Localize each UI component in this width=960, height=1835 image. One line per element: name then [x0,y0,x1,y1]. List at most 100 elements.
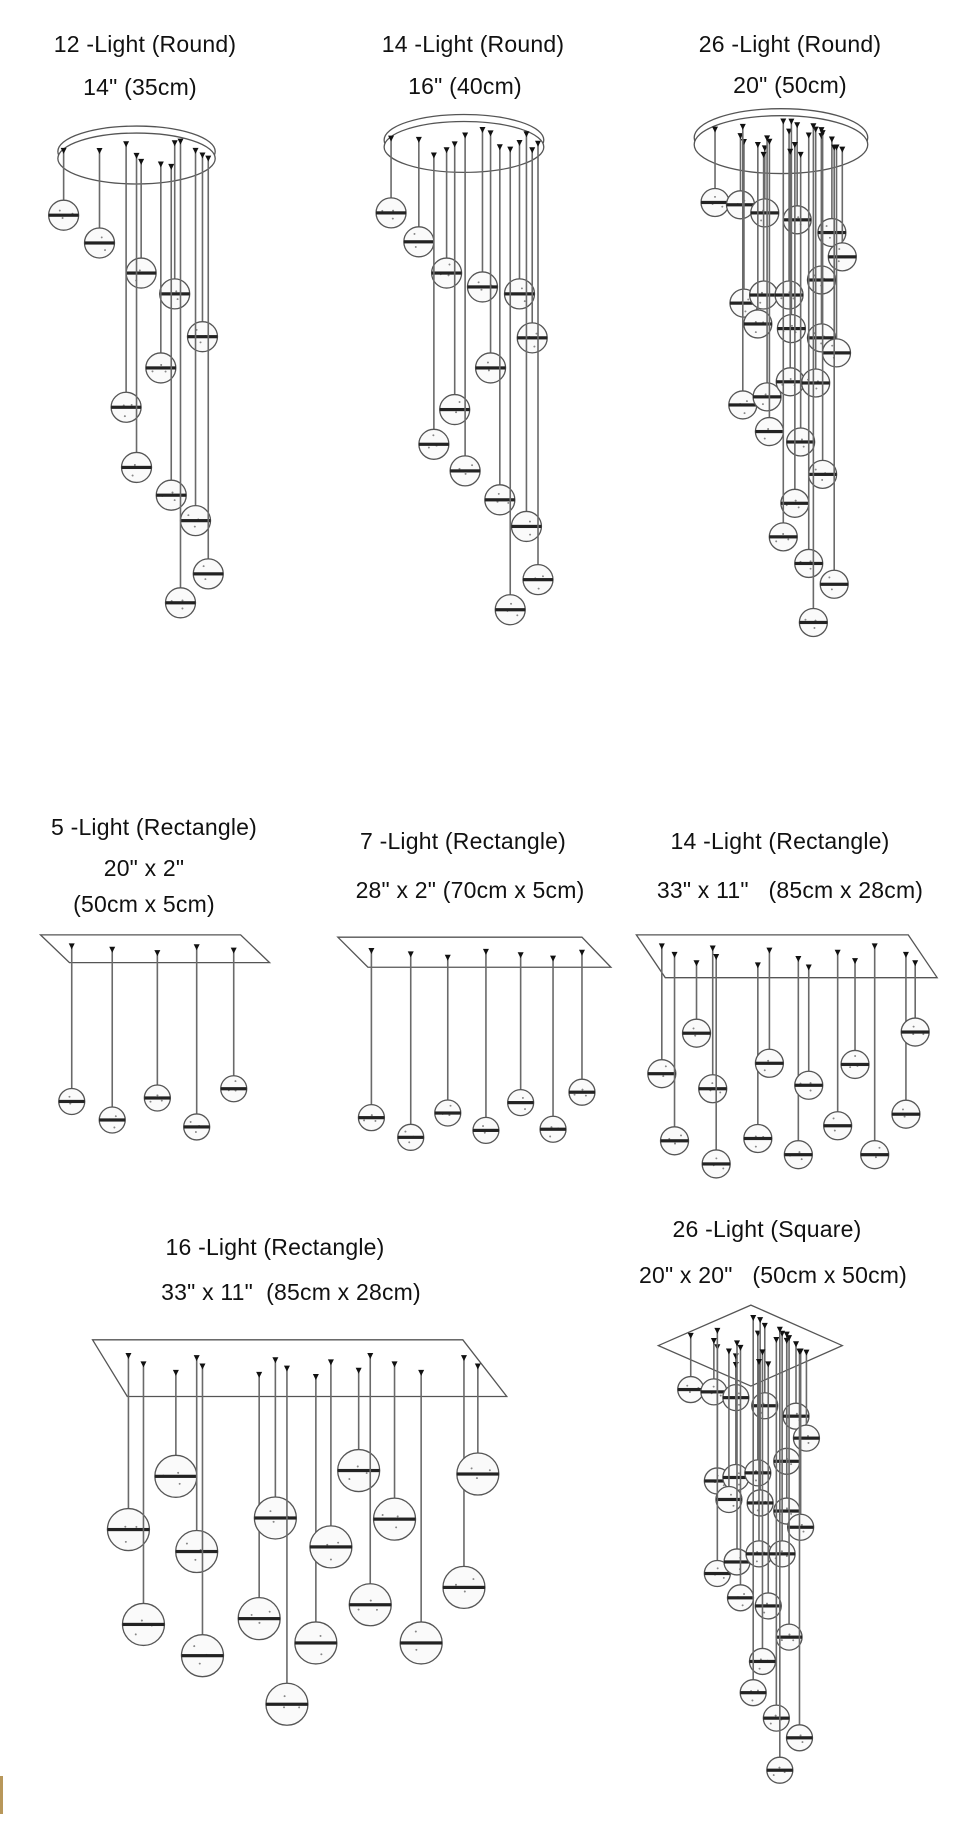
crystal-speck [674,1142,676,1145]
ball-band [704,1571,731,1576]
hook-icon [415,136,422,143]
hook-icon [766,947,773,954]
ball-band [823,1124,852,1128]
crystal-speck [722,1484,725,1487]
ball-band [682,1031,711,1035]
ball-band [807,336,836,340]
ball-band [265,1702,308,1706]
crystal-speck [135,1526,138,1528]
hook-icon [754,1330,761,1337]
crystal-speck [769,1722,772,1725]
crystal-speck [480,288,483,291]
crystal-speck [584,1094,587,1097]
ball-band [729,301,758,305]
crystal-speck [790,1463,792,1466]
crystal-speck [761,403,764,406]
crystal-speck [820,342,823,345]
crystal-speck [193,525,196,528]
hook-icon [760,151,767,158]
crystal-speck [751,1699,754,1702]
crystal-speck [414,246,417,248]
crystal-speck [787,538,790,541]
hook-icon [764,135,771,142]
hook-icon [912,960,919,967]
crystal-speck [778,1766,781,1769]
crystal-speck [269,1510,272,1513]
crystal-speck [550,1126,553,1129]
hook-icon [125,1353,132,1360]
variant-size-5-rect: 20" x 2" [103,855,185,881]
ball-band [442,1585,485,1590]
crystal-speck [521,287,523,290]
diagram-5-rect [38,934,272,1141]
crystal-speck [113,1126,116,1129]
hook-icon [737,133,744,140]
canopy-plate [91,1339,509,1398]
crystal-speck [767,1059,770,1062]
crystal-speck [789,378,792,380]
hook-icon [776,1326,783,1333]
crystal-speck [719,1091,722,1094]
hook-icon [479,127,486,134]
ball-band [84,241,115,245]
hook-icon [133,152,140,159]
ball-band [744,1471,771,1475]
ball-band [777,326,806,331]
crystal-speck [524,1108,526,1111]
hook-icon [714,1327,721,1334]
crystal-speck [813,627,816,629]
crystal-speck [831,344,834,347]
crystal-speck [692,1027,695,1030]
crystal-speck [329,1558,332,1561]
crystal-speck [104,249,106,252]
diagram-14-round [375,113,554,626]
crystal-speck [483,1131,486,1134]
hook-icon [507,146,514,153]
ball-band [820,582,849,586]
hook-icon [388,135,395,142]
hook-icon [327,1359,334,1366]
crystal-speck [507,502,510,504]
crystal-speck [790,1513,792,1515]
diagram-12-round [47,125,224,619]
crystal-speck [804,618,807,621]
crystal-speck [878,1146,881,1149]
crystal-speck [786,1507,788,1510]
variant-size-26-square: 20" x 20" (50cm x 50cm) [638,1262,908,1288]
ball-band [828,255,857,259]
crystal-speck [175,290,178,293]
hook-icon [812,126,819,133]
hook-icon [368,948,375,955]
crystal-speck [447,274,450,277]
ball-band [403,240,434,244]
crystal-speck [686,1384,689,1387]
ball-band [99,1118,126,1122]
ball-band [776,380,805,384]
crystal-speck [664,1065,667,1068]
ball-band [294,1641,337,1645]
crystal-speck [738,1472,740,1475]
crystal-speck [164,370,167,373]
ball-band [238,1617,281,1621]
crystal-speck [774,1714,777,1717]
crystal-speck [449,1104,452,1107]
crystal-speck [781,1550,783,1553]
crystal-speck [186,1542,188,1545]
variant-size-5-rect-metric: (50cm x 5cm) [73,891,215,917]
canopy-plate [336,936,613,968]
crystal-speck [791,324,793,327]
crystal-speck [537,587,540,590]
crystal-speck [283,1695,286,1698]
crystal-speck [694,1034,697,1037]
crystal-speck [258,1621,261,1624]
ball-band [511,524,542,529]
hook-icon [754,142,761,149]
hook-icon [834,949,841,956]
crystal-speck [754,1145,757,1148]
ball-band [783,1414,810,1418]
crystal-speck [432,434,435,437]
variant-title-7-rect: 7 -Light (Rectangle) [360,828,566,854]
crystal-speck [61,217,64,219]
hook-icon [138,158,145,165]
crystal-speck [181,599,184,602]
